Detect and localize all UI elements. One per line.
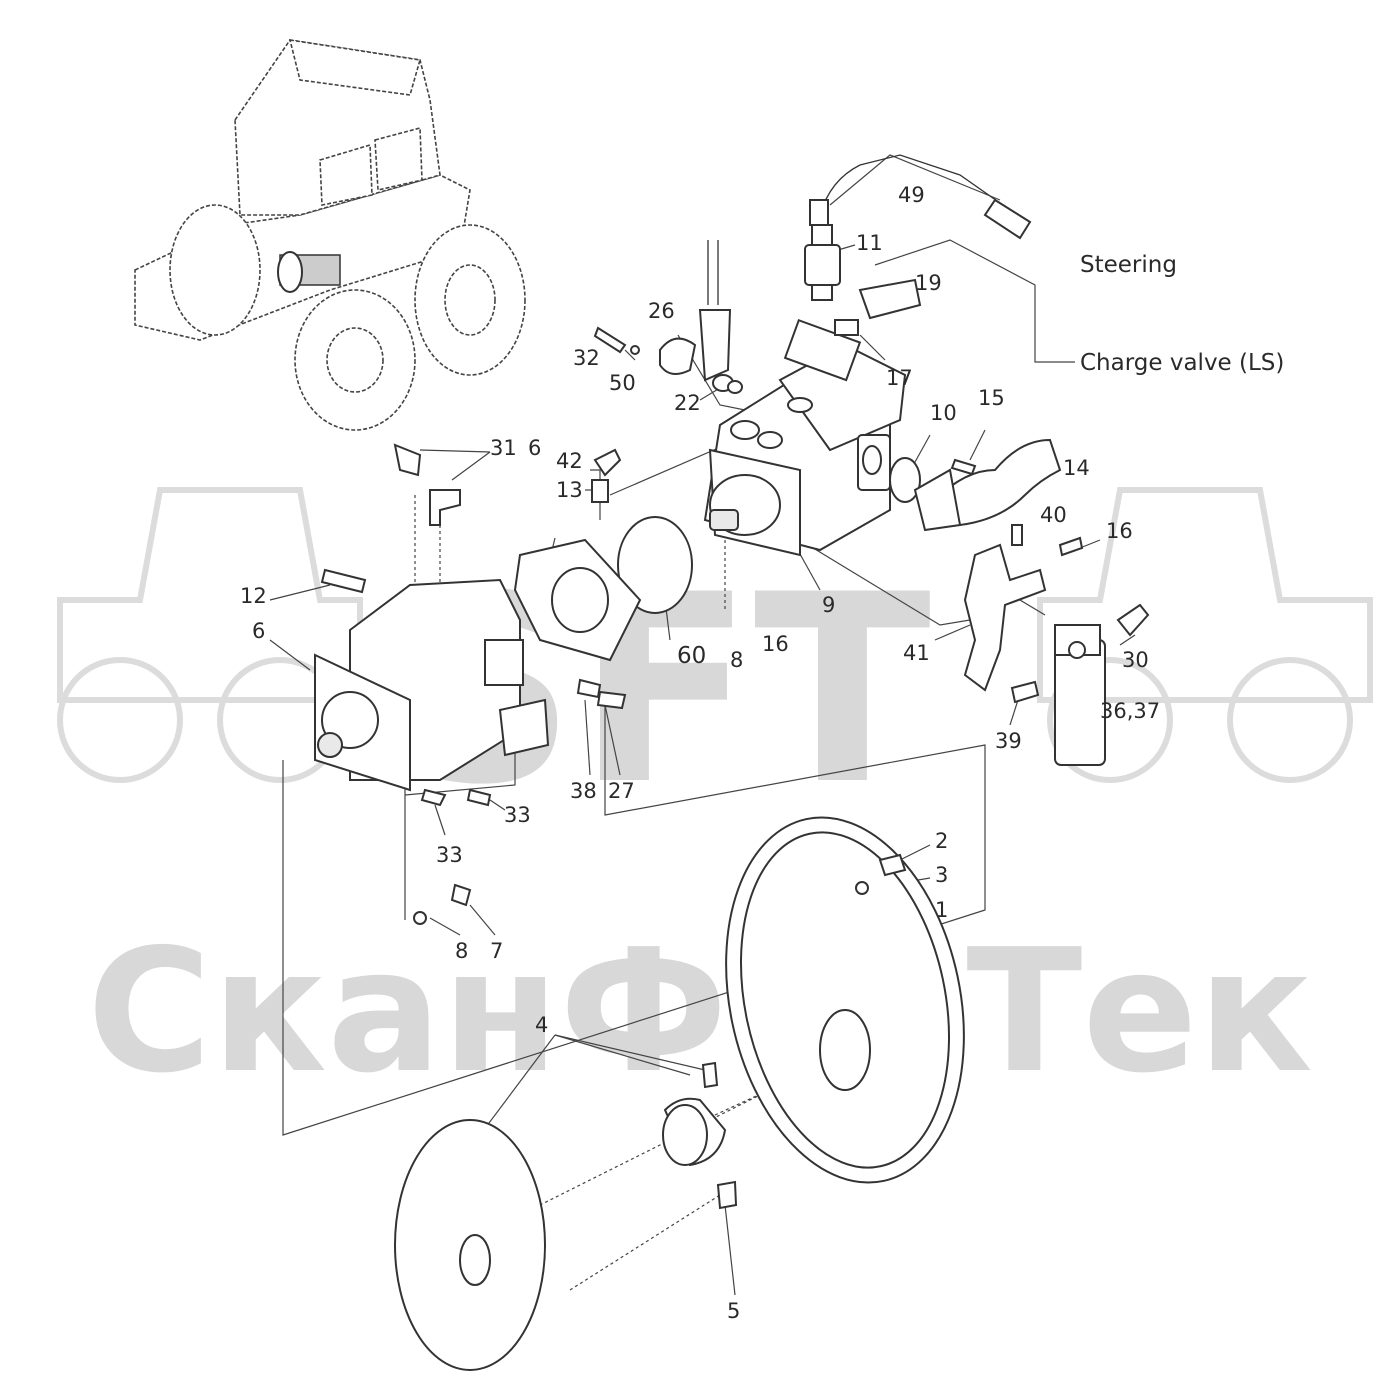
label-33-left: 33 xyxy=(436,843,463,867)
label-30: 30 xyxy=(1122,648,1149,672)
label-3: 3 xyxy=(935,863,948,887)
label-22: 22 xyxy=(674,391,701,415)
machine-sketch xyxy=(134,39,526,431)
label-40: 40 xyxy=(1040,503,1067,527)
pump-fittings xyxy=(591,154,1062,614)
label-41: 41 xyxy=(903,641,930,665)
label-36-37: 36,37 xyxy=(1100,699,1160,723)
label-8-mid: 8 xyxy=(730,648,743,672)
label-8-low: 8 xyxy=(455,939,468,963)
label-16-mid: 16 xyxy=(762,632,789,656)
label-10: 10 xyxy=(930,401,957,425)
transmission-block xyxy=(314,443,642,925)
label-38: 38 xyxy=(570,779,597,803)
label-17: 17 xyxy=(886,366,913,390)
label-33-right: 33 xyxy=(504,803,531,827)
label-7: 7 xyxy=(490,939,503,963)
label-60: 60 xyxy=(677,643,706,669)
label-9: 9 xyxy=(822,593,835,617)
part-labels: 49 11 Steering 19 26 32 Charge valve (LS… xyxy=(240,183,1284,1323)
label-15: 15 xyxy=(978,386,1005,410)
label-6-left: 6 xyxy=(252,619,265,643)
label-5: 5 xyxy=(727,1299,740,1323)
label-2: 2 xyxy=(935,829,948,853)
watermark-brand-text: СканФорТек xyxy=(87,913,1313,1111)
label-42: 42 xyxy=(556,449,583,473)
callout-steering: Steering xyxy=(1080,252,1177,278)
filter-assembly xyxy=(963,524,1150,766)
flywheel-assembly xyxy=(394,816,965,1371)
label-32: 32 xyxy=(573,346,600,370)
label-4: 4 xyxy=(535,1013,548,1037)
label-6-top: 6 xyxy=(528,436,541,460)
label-26: 26 xyxy=(648,299,675,323)
hydraulic-pump xyxy=(703,318,907,557)
label-31: 31 xyxy=(490,436,517,460)
label-1: 1 xyxy=(935,898,948,922)
label-16-right: 16 xyxy=(1106,519,1133,543)
label-13: 13 xyxy=(556,478,583,502)
callout-charge-valve: Charge valve (LS) xyxy=(1080,350,1284,376)
label-14: 14 xyxy=(1063,456,1090,480)
label-50: 50 xyxy=(609,371,636,395)
label-11: 11 xyxy=(856,231,883,255)
label-49: 49 xyxy=(898,183,925,207)
watermark-tractor-right xyxy=(1037,487,1373,783)
label-19: 19 xyxy=(915,271,942,295)
label-27: 27 xyxy=(608,779,635,803)
label-39: 39 xyxy=(995,729,1022,753)
label-12: 12 xyxy=(240,584,267,608)
